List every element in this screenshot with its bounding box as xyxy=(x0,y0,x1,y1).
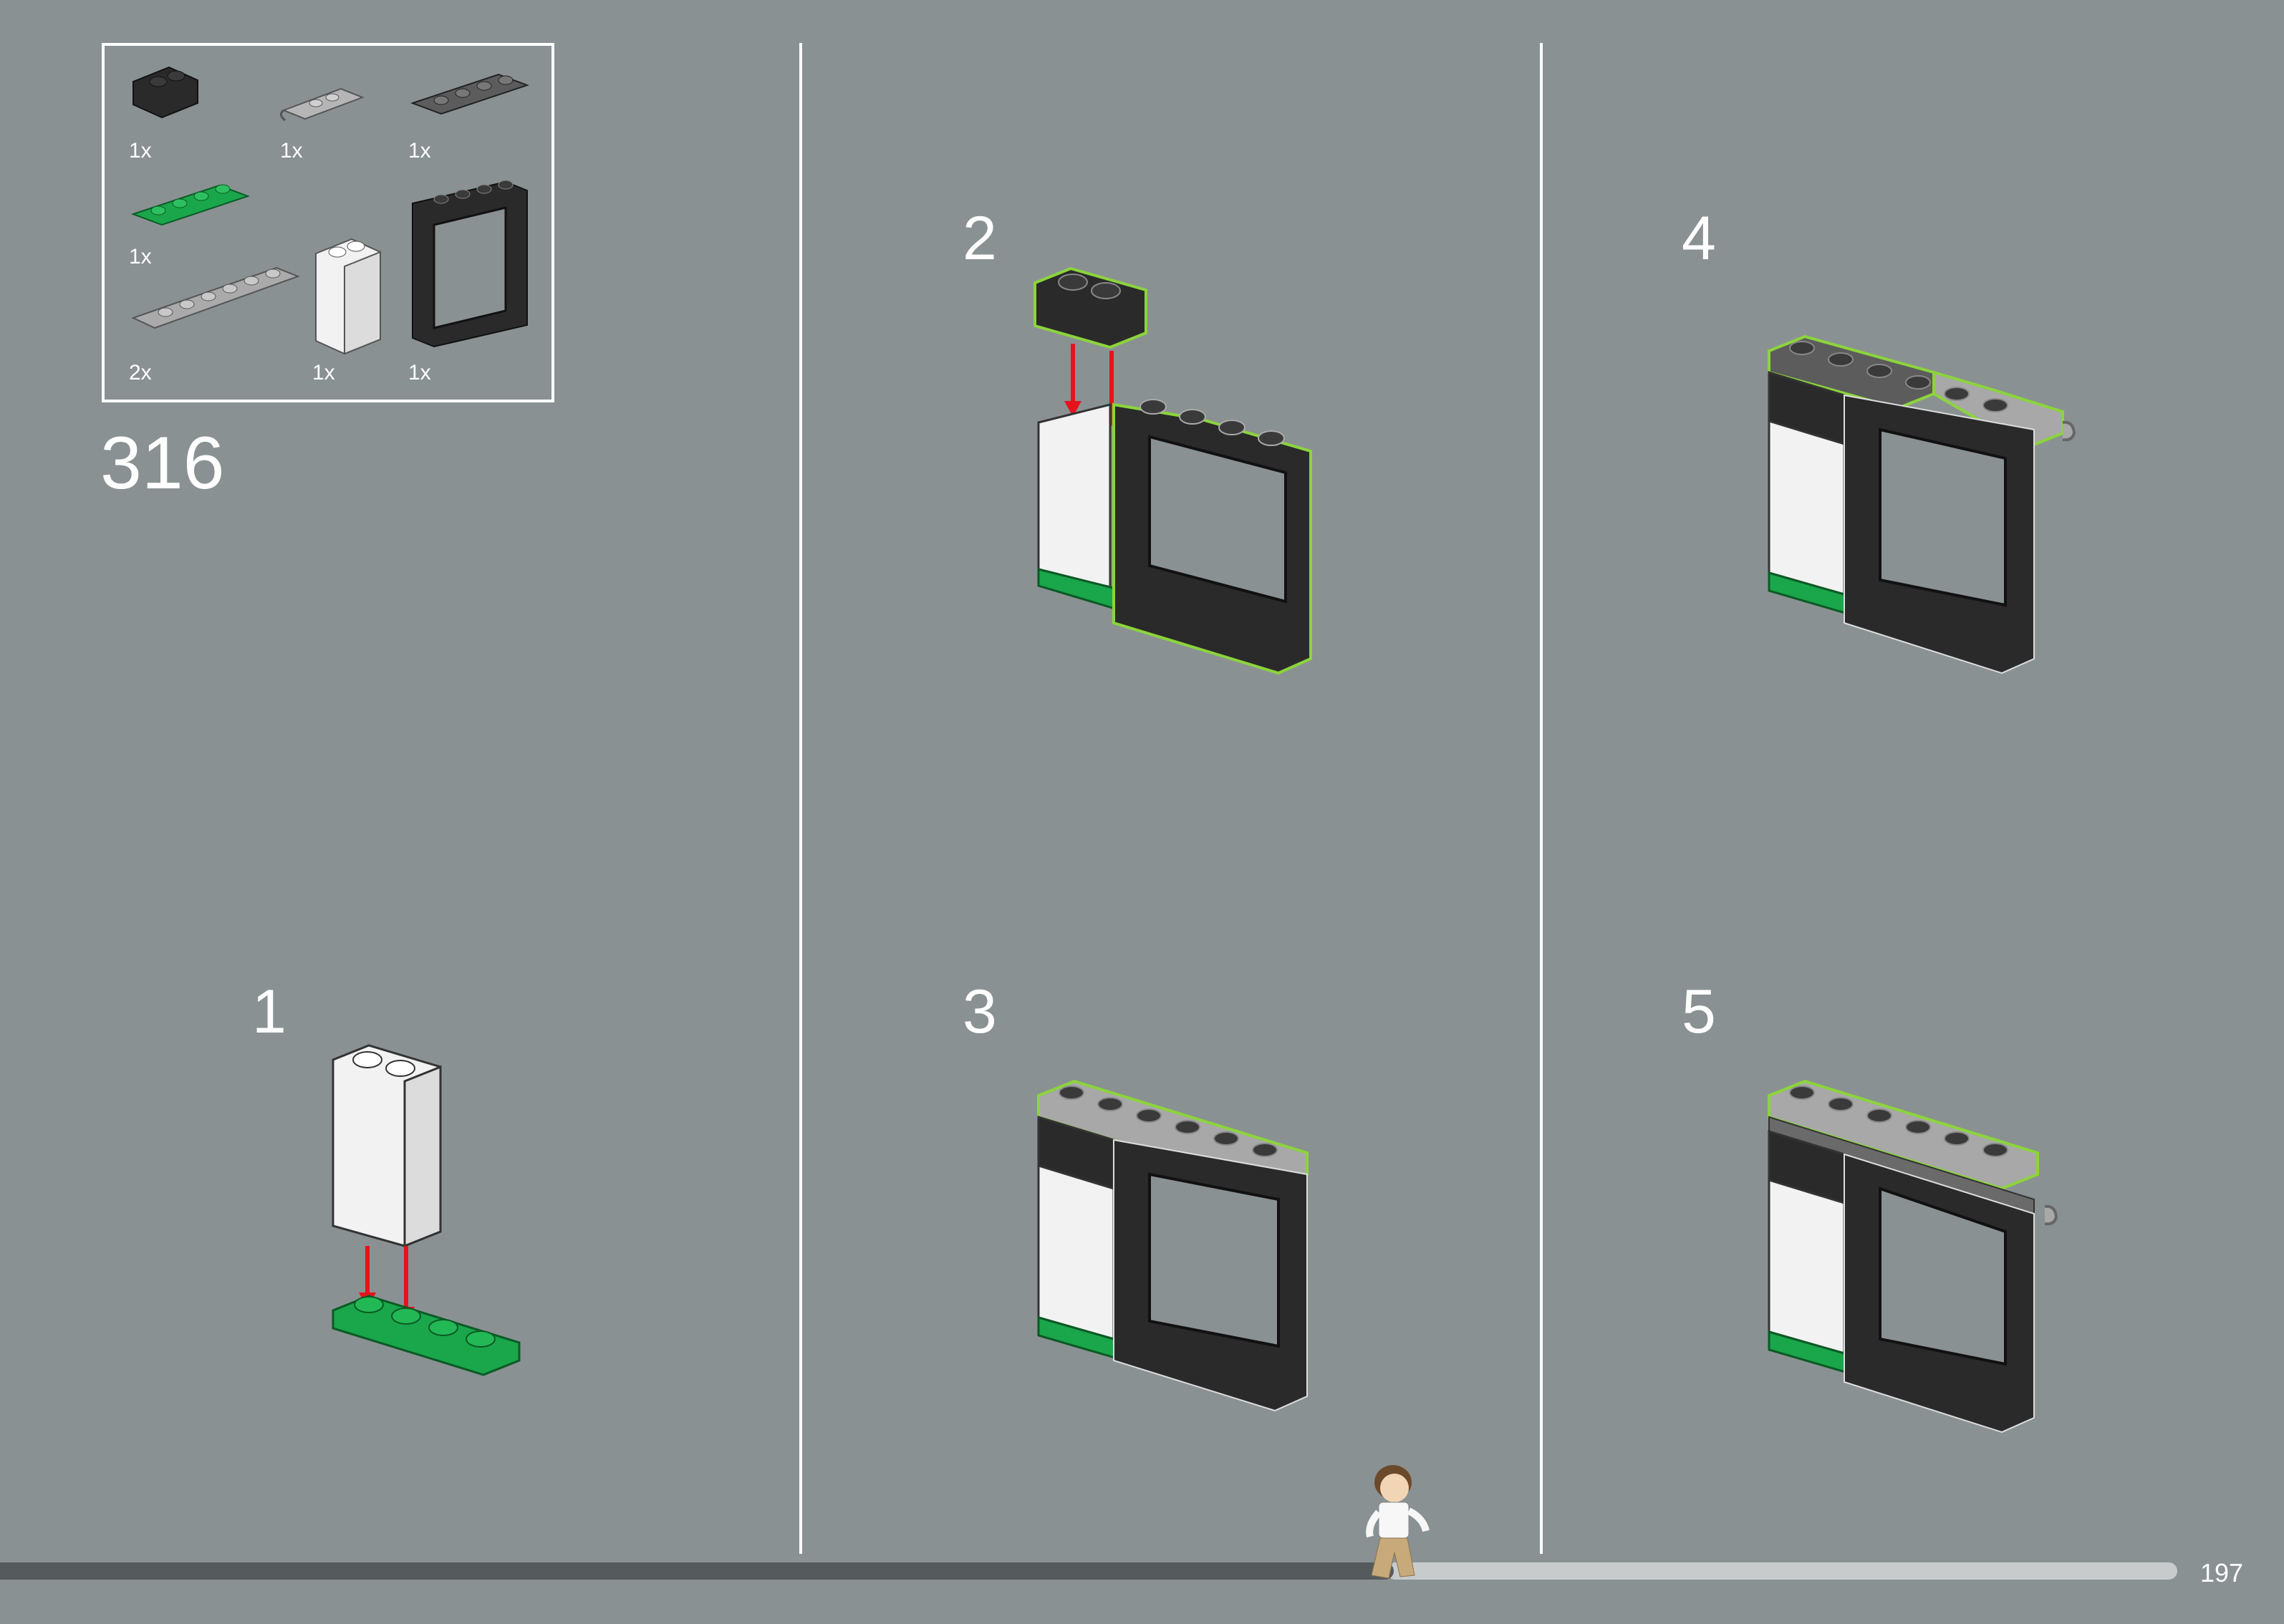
step-4-illustration xyxy=(1768,334,2076,675)
parts-qty-1: 1x xyxy=(129,139,152,163)
parts-qty-3: 1x xyxy=(408,139,431,163)
progress-bar-fill xyxy=(0,1562,1394,1580)
step-number-3: 3 xyxy=(963,977,997,1046)
step-number-1: 1 xyxy=(252,977,286,1046)
step-1-illustration xyxy=(332,1044,521,1376)
light-gray-plate-clip-icon xyxy=(280,87,365,122)
step-2-illustration xyxy=(1033,266,1312,675)
column-divider-left xyxy=(799,43,802,1554)
white-brick-1x2x3-icon xyxy=(315,238,381,355)
step-5-illustration xyxy=(1768,1079,2058,1434)
light-gray-plate-1x6-icon xyxy=(131,266,300,329)
column-divider-right xyxy=(1540,43,1543,1554)
page-number: 197 xyxy=(2200,1558,2244,1587)
black-brick-1x2-icon xyxy=(132,66,198,119)
step-number-2: 2 xyxy=(963,204,997,273)
step-number-5: 5 xyxy=(1682,977,1716,1046)
parts-qty-7: 1x xyxy=(408,361,431,385)
parts-qty-2: 1x xyxy=(280,139,303,163)
callout-number: 316 xyxy=(100,422,225,505)
progress-bar-track xyxy=(1387,1562,2177,1580)
step-number-4: 4 xyxy=(1682,204,1716,273)
dark-gray-plate-1x4-icon xyxy=(410,73,529,115)
minifigure-icon xyxy=(1366,1465,1430,1579)
parts-qty-5: 2x xyxy=(129,361,152,385)
green-plate-1x4-icon xyxy=(131,184,250,226)
black-window-frame-icon xyxy=(412,180,528,348)
step-3-illustration xyxy=(1037,1079,1309,1412)
parts-qty-4: 1x xyxy=(129,245,152,269)
parts-qty-6: 1x xyxy=(312,361,335,385)
parts-list-box: 1x 1x 1x 1x 2x xyxy=(102,43,554,402)
